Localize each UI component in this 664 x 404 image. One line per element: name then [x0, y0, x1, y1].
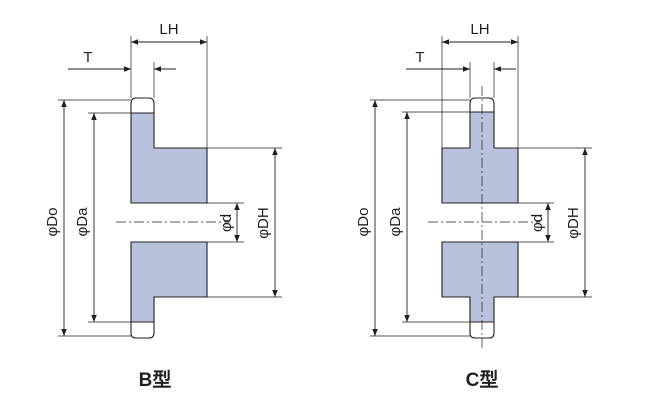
b-type-t-label: T: [83, 49, 92, 66]
c-type-da-label: φDa: [387, 207, 404, 237]
b-type-do-label: φDo: [44, 208, 61, 237]
b-type-dh-label: φDH: [255, 207, 272, 238]
b-type-section-upper: [131, 113, 207, 203]
b-type-tooth-top: [130, 97, 155, 113]
b-type-drawing: LH T φDo φDa φd φDH B型: [44, 21, 282, 391]
b-type-da-label: φDa: [74, 207, 91, 237]
c-type-section-upper: [442, 112, 518, 203]
b-type-caption: B型: [139, 368, 172, 391]
c-type-d-label: φd: [529, 214, 546, 232]
c-type-tooth-top: [469, 97, 495, 112]
b-type-tooth-bottom: [130, 322, 155, 339]
c-type-do-label: φDo: [355, 208, 372, 237]
c-type-dh-label: φDH: [565, 207, 582, 238]
b-type-lh-label: LH: [159, 21, 178, 38]
c-type-t-label: T: [415, 49, 424, 66]
c-type-section-lower: [442, 242, 518, 322]
b-type-section-lower: [131, 242, 207, 322]
b-type-d-label: φd: [218, 214, 235, 232]
c-type-drawing: LH T φDo φDa φd φDH C型: [355, 21, 592, 391]
c-type-caption: C型: [466, 368, 499, 391]
c-type-lh-label: LH: [470, 21, 489, 38]
